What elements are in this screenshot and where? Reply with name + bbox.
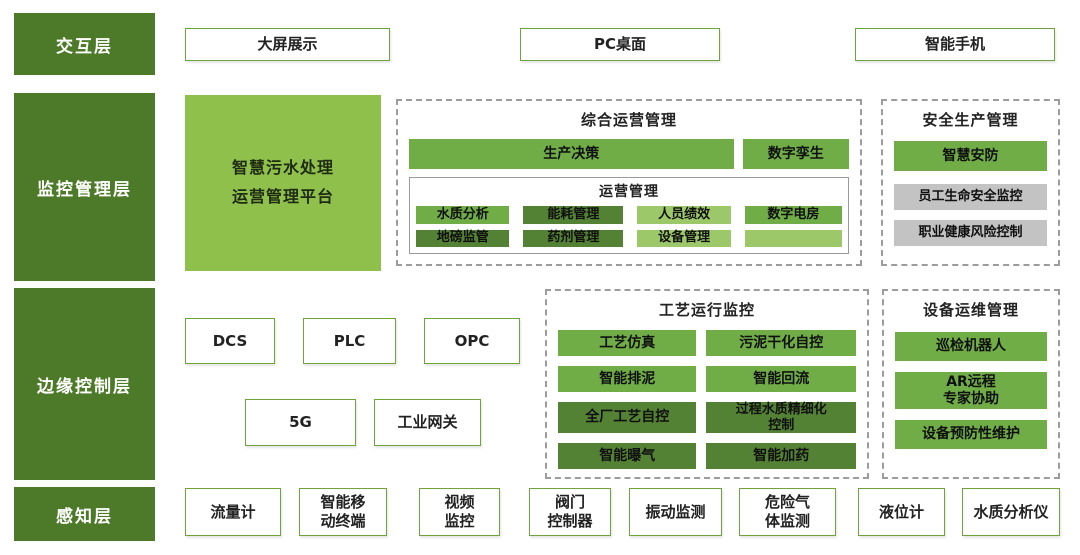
interaction-box-smartphone: 智能手机 [855,28,1055,61]
sensor-box-water-quality-analyzer: 水质分析仪 [962,488,1060,536]
section-process-operation-monitoring: 工艺运行监控 工艺仿真 污泥干化自控 智能排泥 智能回流 全厂工艺自控 过程水质… [545,289,869,479]
ops-management-title: 运营管理 [599,184,659,200]
edge-box-5g: 5G [245,399,356,446]
section-title-equipment-om: 设备运维管理 [922,301,1019,319]
section-equipment-om-management: 设备运维管理 巡检机器人 AR远程 专家协助 设备预防性维护 [882,289,1060,479]
item-equipment-management: 设备管理 [637,229,731,247]
ops-management-grid: 水质分析 能耗管理 人员绩效 数字电房 地磅监管 药剂管理 设备管理 [416,206,842,247]
section-safety-production: 安全生产管理 智慧安防 员工生命安全监控 职业健康风险控制 [881,99,1060,266]
section-comprehensive-operations: 综合运营管理 生产决策 数字孪生 运营管理 水质分析 能耗管理 人员绩效 数字电… [396,99,862,266]
edge-box-dcs: DCS [185,318,275,364]
item-plant-wide-process-control: 全厂工艺自控 [558,401,697,434]
item-digital-power-room: 数字电房 [744,206,842,224]
decision-row: 生产决策 数字孪生 [409,139,849,169]
item-weighbridge-supervision: 地磅监管 [416,229,510,247]
section-title-safety-production: 安全生产管理 [922,111,1019,129]
edge-box-plc: PLC [303,318,396,364]
item-fine-water-quality-control: 过程水质精细化 控制 [706,401,856,434]
item-personnel-performance: 人员绩效 [637,206,731,224]
process-grid: 工艺仿真 污泥干化自控 智能排泥 智能回流 全厂工艺自控 过程水质精细化 控制 … [558,330,856,470]
layer-label-interaction: 交互层 [14,13,155,75]
sensor-box-flow-meter: 流量计 [185,488,281,536]
interaction-box-pc-desktop: PC桌面 [520,28,720,61]
interaction-box-big-screen: 大屏展示 [185,28,390,61]
sensor-box-smart-mobile-terminal: 智能移 动终端 [299,488,387,536]
item-smart-reflux: 智能回流 [706,365,856,392]
sensor-box-hazardous-gas-monitoring: 危险气 体监测 [739,488,836,536]
item-water-quality-analysis: 水质分析 [416,206,510,224]
item-ar-remote-expert-assist: AR远程 专家协助 [895,372,1047,409]
item-blank [744,229,842,247]
item-preventive-maintenance: 设备预防性维护 [895,420,1047,449]
item-occupational-health-risk-control: 职业健康风险控制 [894,220,1047,246]
item-digital-twin: 数字孪生 [742,139,849,169]
item-smart-dosing: 智能加药 [706,443,856,470]
sensor-box-video-monitoring: 视频 监控 [419,488,500,536]
item-smart-aeration: 智能曝气 [558,443,697,470]
item-sludge-drying-auto-control: 污泥干化自控 [706,330,856,356]
layer-label-edge-control: 边缘控制层 [14,288,155,480]
item-inspection-robot: 巡检机器人 [895,332,1047,361]
sensor-box-valve-controller: 阀门 控制器 [529,488,611,536]
item-employee-life-safety-monitoring: 员工生命安全监控 [894,184,1047,210]
sensor-box-level-meter: 液位计 [858,488,945,536]
section-title-comprehensive-operations: 综合运营管理 [580,111,677,129]
item-process-simulation: 工艺仿真 [558,330,697,356]
item-smart-sludge-discharge: 智能排泥 [558,365,697,392]
item-smart-security: 智慧安防 [894,141,1047,171]
platform-box: 智慧污水处理 运营管理平台 [185,95,381,271]
item-energy-management: 能耗管理 [523,206,624,224]
layer-label-perception: 感知层 [14,487,155,541]
ops-management-box: 运营管理 水质分析 能耗管理 人员绩效 数字电房 地磅监管 药剂管理 设备管理 [409,177,849,254]
item-chemical-management: 药剂管理 [523,229,624,247]
layer-label-monitoring: 监控管理层 [14,93,155,281]
sensor-box-vibration-monitoring: 振动监测 [629,488,722,536]
edge-box-industrial-gateway: 工业网关 [374,399,481,446]
item-production-decision: 生产决策 [409,139,734,169]
section-title-process-monitoring: 工艺运行监控 [658,301,755,319]
edge-box-opc: OPC [424,318,520,364]
